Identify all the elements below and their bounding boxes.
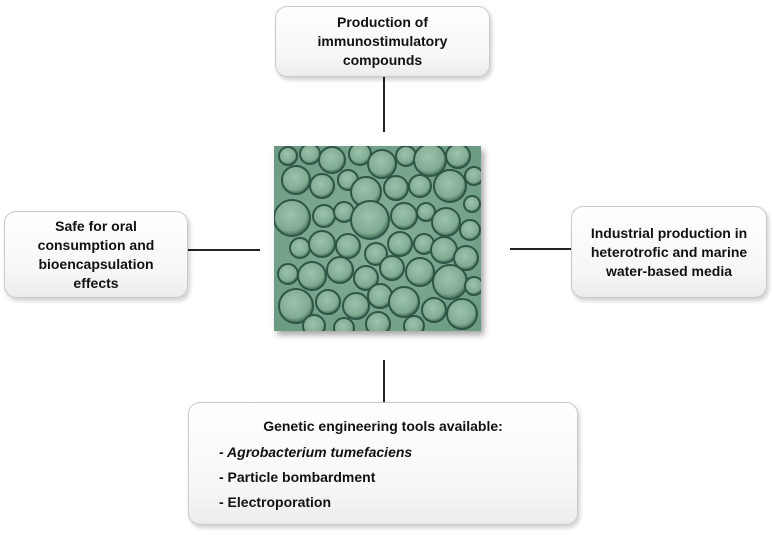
cell (421, 297, 447, 323)
cell (365, 311, 391, 331)
cell (312, 204, 336, 228)
box-line: Safe for oral (55, 217, 137, 234)
cell (464, 276, 481, 296)
connector-right (510, 248, 571, 250)
box-line: Industrial production in (590, 224, 748, 241)
cell (433, 169, 467, 203)
cell (308, 230, 336, 258)
box-line: bioencapsulation (38, 255, 154, 272)
cell (390, 202, 418, 230)
cell (342, 292, 370, 320)
cell (367, 149, 397, 179)
box-line: compounds (342, 52, 423, 68)
cell (335, 233, 361, 259)
connector-bottom (383, 360, 385, 402)
cell (302, 314, 326, 331)
cell (446, 298, 478, 330)
cell (388, 286, 420, 318)
box-oral-safety: Safe for oral consumption and bioencapsu… (4, 211, 188, 298)
cell (463, 195, 481, 213)
genetic-tool-item: - Particle bombardment (219, 469, 376, 485)
cell (309, 173, 335, 199)
cell (333, 317, 355, 331)
genetic-tool-item: - Electroporation (219, 494, 332, 510)
cell (318, 146, 346, 174)
cell (408, 174, 432, 198)
cell-micrograph (274, 146, 481, 331)
box-genetic-tools: Genetic engineering tools available: - A… (188, 402, 578, 525)
box-line: Production of (337, 14, 428, 30)
cell (277, 263, 299, 285)
cell (405, 257, 435, 287)
cell (297, 261, 327, 291)
cell (432, 264, 468, 300)
cell (350, 200, 390, 240)
box-industrial-production: Industrial production in heterotrofic an… (571, 206, 767, 298)
box-line: effects (73, 274, 119, 291)
cell (315, 289, 341, 315)
cell (364, 242, 388, 266)
cell (379, 255, 405, 281)
box-line: heterotrofic and marine (590, 243, 748, 260)
cell (383, 175, 409, 201)
cell (459, 219, 481, 241)
cell (395, 146, 417, 167)
cell (278, 146, 298, 166)
cell (453, 245, 479, 271)
cell (464, 166, 481, 186)
connector-left (188, 249, 260, 251)
cell (326, 256, 354, 284)
box-line: consumption and (37, 236, 155, 253)
cell (278, 288, 314, 324)
cell (445, 146, 471, 169)
cell (403, 315, 425, 331)
box-line: immunostimulatory (317, 33, 448, 49)
cell (299, 146, 321, 165)
cell (387, 231, 413, 257)
box-line: water-based media (605, 262, 733, 279)
genetic-tools-heading: Genetic engineering tools available: (263, 418, 503, 434)
cell (353, 265, 379, 291)
cell (274, 199, 311, 237)
genetic-tool-item: - Agrobacterium tumefaciens (219, 444, 413, 460)
box-immunostimulatory: Production of immunostimulatory compound… (275, 6, 490, 77)
cell (281, 165, 311, 195)
cell (431, 207, 461, 237)
cell (289, 237, 311, 259)
connector-top (383, 77, 385, 132)
